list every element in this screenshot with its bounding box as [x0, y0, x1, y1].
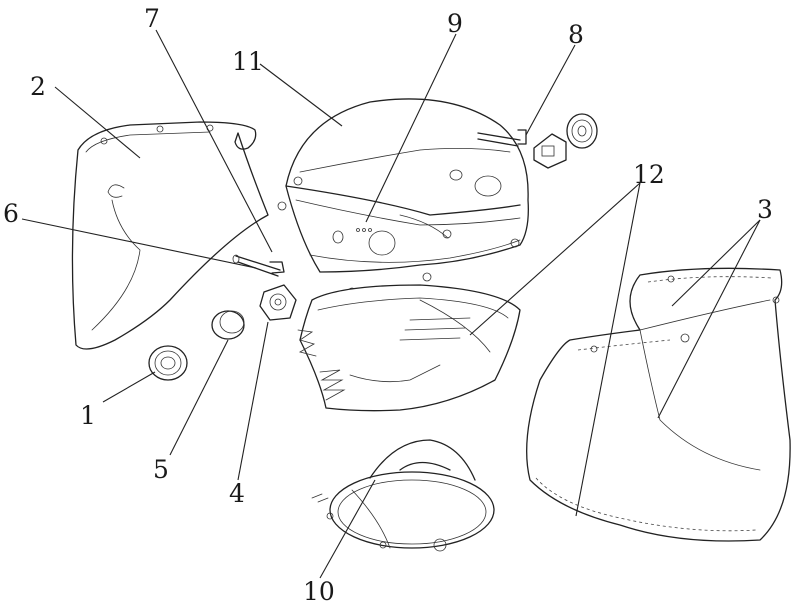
- leader-8: [526, 45, 575, 135]
- leader-11: [260, 64, 342, 126]
- fan-module-part-4: [260, 285, 296, 320]
- connector-pin-part-6: [233, 255, 284, 276]
- numeral-1: 1: [80, 401, 96, 430]
- visor-part-3: [527, 268, 790, 541]
- numeral-6: 6: [3, 199, 19, 228]
- numeral-7: 7: [144, 4, 160, 33]
- numeral-5: 5: [153, 455, 169, 484]
- numeral-8: 8: [568, 20, 584, 49]
- numeral-10: 10: [303, 577, 335, 606]
- leader-1: [103, 372, 155, 402]
- numeral-11: 11: [232, 47, 264, 76]
- chin-guard-part-12: [298, 285, 520, 411]
- leader-4: [238, 322, 268, 480]
- helmet-shell-part-11: [278, 99, 528, 296]
- numeral-4: 4: [229, 479, 245, 508]
- numeral-12: 12: [633, 160, 665, 189]
- ring-part-5: [212, 311, 244, 339]
- numeral-2: 2: [30, 72, 46, 101]
- head-harness-part-10: [312, 440, 494, 551]
- filter-cap-part-1: [149, 346, 187, 380]
- numeral-3: 3: [757, 195, 773, 224]
- numeral-9: 9: [447, 9, 463, 38]
- leader-10: [320, 480, 375, 578]
